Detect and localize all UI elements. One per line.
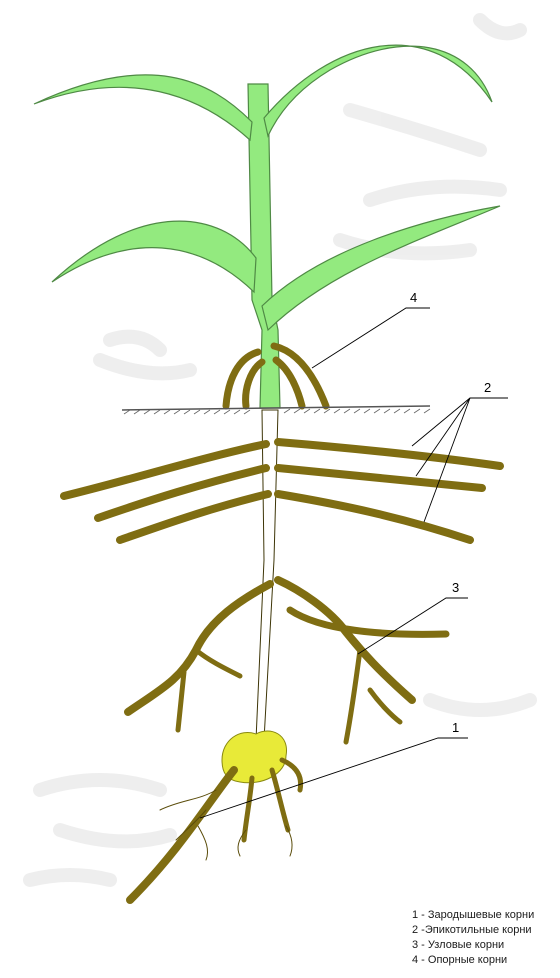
legend-item-4: 4 - Опорные корни xyxy=(412,953,534,968)
legend-item-2: 2 -Эпикотильные корни xyxy=(412,923,534,938)
callout-1: 1 xyxy=(452,720,459,735)
callout-2: 2 xyxy=(484,380,491,395)
leaf-upper-left xyxy=(34,75,252,140)
leaf-lower-left xyxy=(52,221,256,292)
legend: 1 - Зародышевые корни 2 -Эпикотильные ко… xyxy=(412,908,534,968)
legend-item-1: 1 - Зародышевые корни xyxy=(412,908,534,923)
leaf-lower-right xyxy=(262,206,500,330)
mesocotyl xyxy=(256,410,278,740)
leader-2a xyxy=(412,398,508,446)
leader-4 xyxy=(312,308,430,368)
seminal-roots xyxy=(130,760,301,900)
nodal-roots xyxy=(128,580,446,742)
leader-3 xyxy=(358,598,468,654)
legend-item-3: 3 - Узловые корни xyxy=(412,938,534,953)
callout-3: 3 xyxy=(452,580,459,595)
callout-4: 4 xyxy=(410,290,417,305)
epicotyl-roots xyxy=(64,442,500,540)
